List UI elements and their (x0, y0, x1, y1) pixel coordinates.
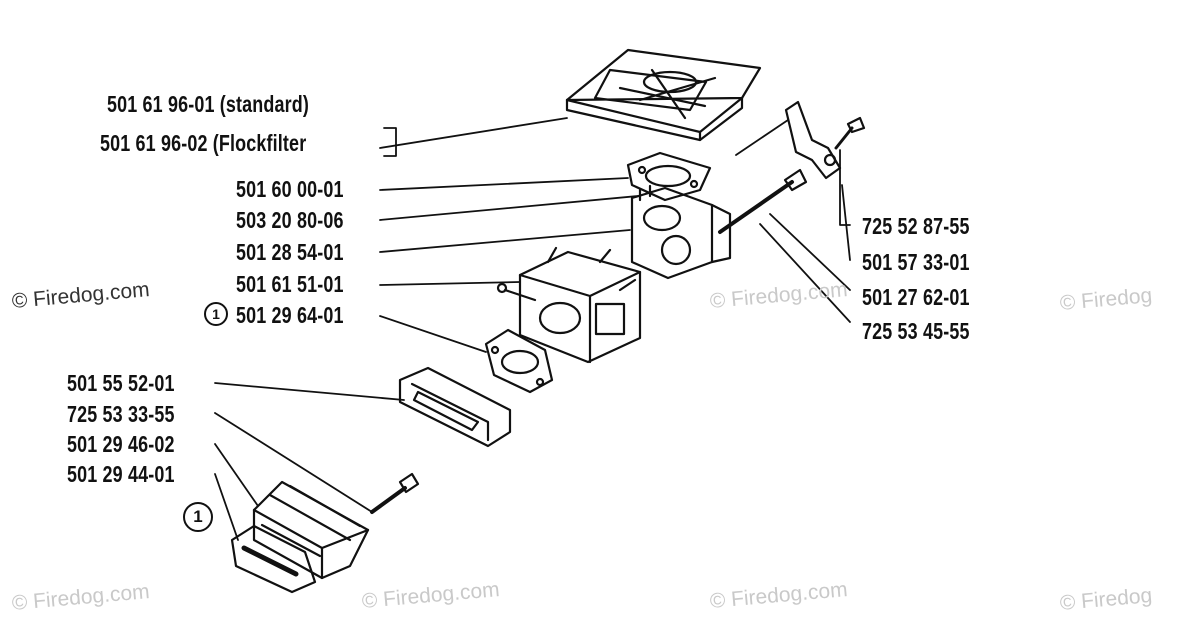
part-label-carb-fitting: 501 61 51-01 (236, 271, 344, 297)
bracket-mark (383, 127, 397, 157)
carb-top-gasket (626, 151, 712, 202)
callout-marker: 1 (183, 502, 213, 532)
part-label-screw-lower: 725 53 33-55 (67, 401, 175, 427)
callout-marker-small: 1 (204, 302, 228, 326)
part-label-bracket: 501 57 33-01 (862, 249, 970, 275)
top-screw (834, 116, 866, 150)
part-label-air-filter-flock: 501 61 96-02 (Flockfilter (100, 130, 307, 156)
air-filter-cover (565, 48, 762, 142)
carburetor-upper (630, 184, 732, 280)
carburetor-lower (496, 246, 642, 364)
part-label-block-gasket: 501 29 44-01 (67, 461, 175, 487)
part-label-carb-part: 503 20 80-06 (236, 207, 344, 233)
part-label-air-filter-standard: 501 61 96-01 (standard) (107, 91, 310, 117)
part-label-intake-gasket: 501 55 52-01 (67, 370, 175, 396)
lower-screw (370, 472, 420, 514)
part-label-gasket-top: 501 60 00-01 (236, 176, 344, 202)
part-label-spacer-block: 501 29 46-02 (67, 431, 175, 457)
part-label-screw-top: 725 52 87-55 (862, 213, 970, 239)
rod (718, 168, 808, 234)
intake-boot (398, 366, 512, 448)
part-label-nut: 725 53 45-55 (862, 318, 970, 344)
carb-diaphragm-gasket (484, 328, 554, 394)
part-label-carb-body: 501 28 54-01 (236, 239, 344, 265)
block-gasket (230, 524, 317, 594)
part-label-rod: 501 27 62-01 (862, 284, 970, 310)
leader-lines (214, 117, 851, 541)
part-label-carb-gasket: 501 29 64-01 (236, 302, 344, 328)
throttle-bracket (784, 100, 842, 180)
spacer-block (252, 480, 370, 580)
